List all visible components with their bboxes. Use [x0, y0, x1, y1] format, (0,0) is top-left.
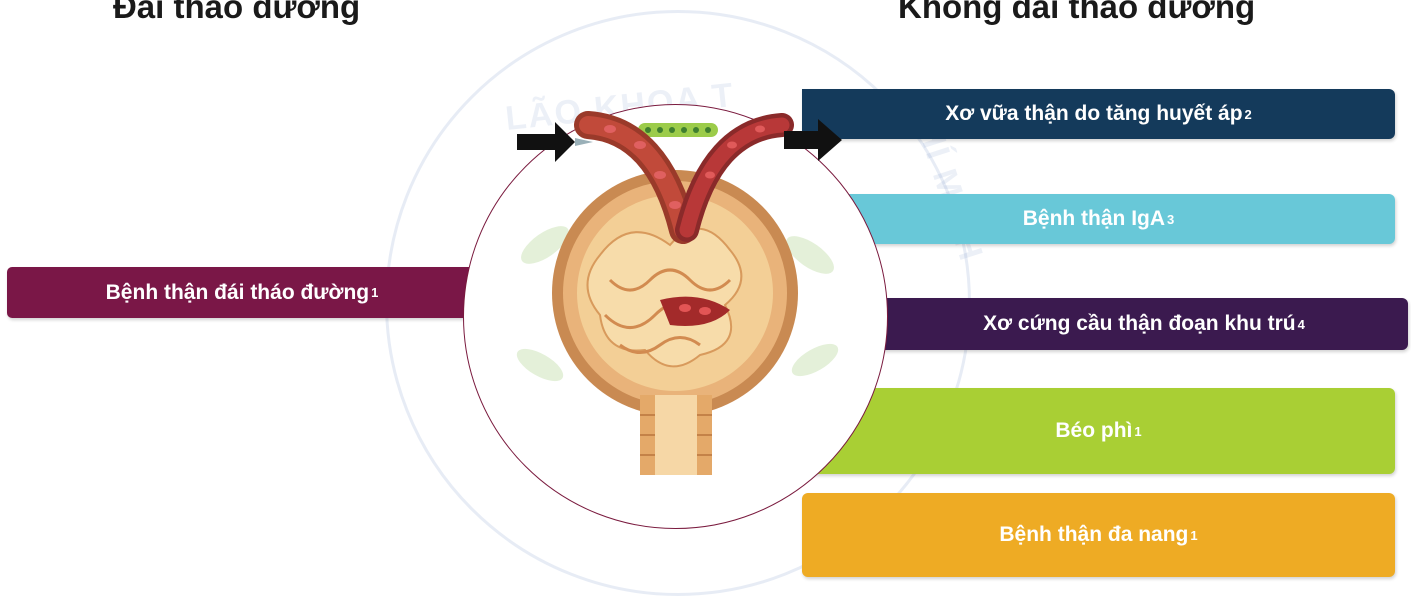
reference-number: 1: [1190, 528, 1197, 543]
bar-label: Bệnh thận đa nang: [999, 523, 1188, 547]
diabetic-nephropathy-bar: Bệnh thận đái tháo đường 1: [7, 267, 477, 318]
reference-number: 3: [1167, 212, 1174, 227]
polycystic-kidney-bar: Bệnh thận đa nang 1: [802, 493, 1395, 577]
reference-number: 1: [371, 285, 378, 300]
heading-diabetic: Đái tháo đường: [113, 0, 360, 26]
bar-label: Xơ vữa thận do tăng huyết áp: [945, 102, 1242, 126]
iga-nephropathy-bar: Bệnh thận IgA 3: [802, 194, 1395, 244]
obesity-bar: Béo phì 1: [802, 388, 1395, 474]
fsgs-bar: Xơ cứng cầu thận đoạn khu trú 4: [880, 298, 1408, 350]
bar-label: Bệnh thận đái tháo đường: [106, 281, 369, 305]
bar-label: Xơ cứng cầu thận đoạn khu trú: [983, 312, 1296, 336]
glomerulus-illustration-icon: [510, 105, 840, 495]
arrow-out-icon: [784, 119, 844, 161]
bar-label: Bệnh thận IgA: [1023, 207, 1165, 231]
arrow-in-icon: [517, 122, 593, 162]
reference-number: 4: [1298, 317, 1305, 332]
reference-number: 2: [1245, 107, 1252, 122]
heading-non-diabetic: Không đái tháo đường: [898, 0, 1255, 26]
hypertensive-nephrosclerosis-bar: Xơ vữa thận do tăng huyết áp 2: [802, 89, 1395, 139]
reference-number: 1: [1134, 424, 1141, 439]
bar-label: Béo phì: [1055, 419, 1132, 443]
